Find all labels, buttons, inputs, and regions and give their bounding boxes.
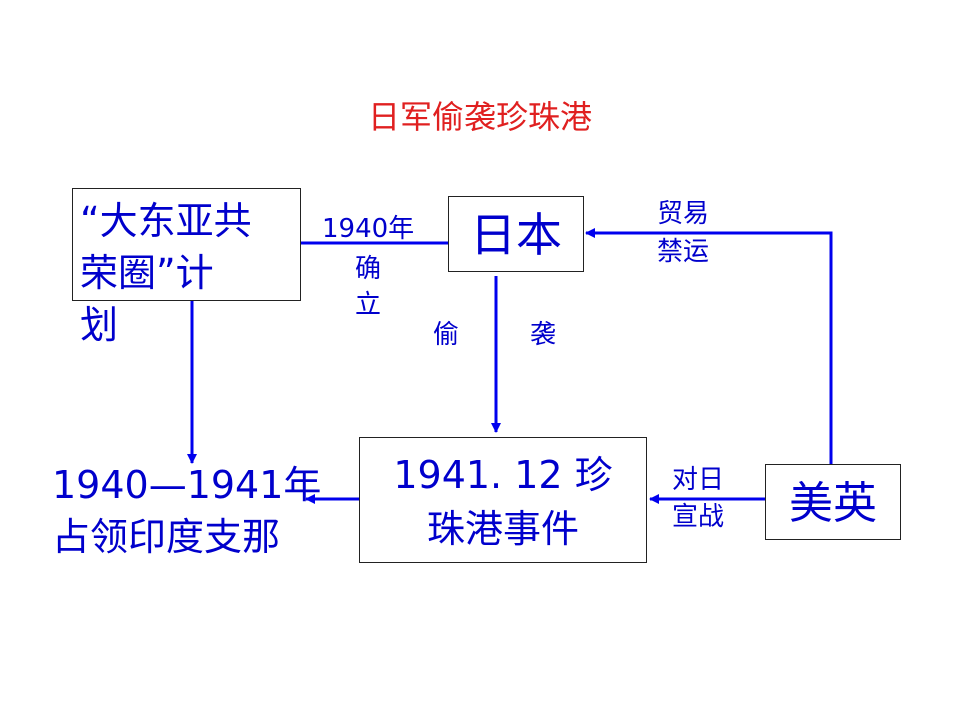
edge-sneak-attack-right: 袭 xyxy=(530,320,557,350)
edge-declare-war-label-2: 宣战 xyxy=(672,502,725,532)
node-japan-box xyxy=(448,196,584,272)
node-pearl-line2: 珠港事件 xyxy=(426,507,579,551)
edge-sneak-attack-left: 偷 xyxy=(433,320,460,350)
node-plan-box xyxy=(72,188,301,301)
edge-embargo-label-2: 禁运 xyxy=(657,237,710,267)
node-indochina-line1: 1940—1941年 xyxy=(52,463,322,507)
edge-establish-label-2: 确 xyxy=(355,254,382,284)
node-pearl-line1: 1941. 12 珍 xyxy=(393,453,613,497)
edge-establish-label-3: 立 xyxy=(355,290,382,320)
node-plan-line2: 荣圈”计 xyxy=(80,251,214,295)
edge-embargo-arrow xyxy=(585,228,833,464)
node-plan-line1: “大东亚共 xyxy=(80,199,252,243)
edge-establish-label-1: 1940年 xyxy=(322,214,415,244)
node-japan-label: 日本 xyxy=(470,208,562,262)
node-usuk-box xyxy=(765,464,901,540)
node-usuk-label: 美英 xyxy=(789,478,877,529)
edge-declare-war-label-1: 对日 xyxy=(672,465,725,495)
node-plan-line3: 划 xyxy=(80,303,119,347)
edge-embargo-label-1: 贸易 xyxy=(657,199,710,229)
node-indochina-line2: 占领印度支那 xyxy=(52,515,281,559)
node-pearl-box xyxy=(359,437,647,563)
page-title: 日军偷袭珍珠港 xyxy=(367,98,592,136)
